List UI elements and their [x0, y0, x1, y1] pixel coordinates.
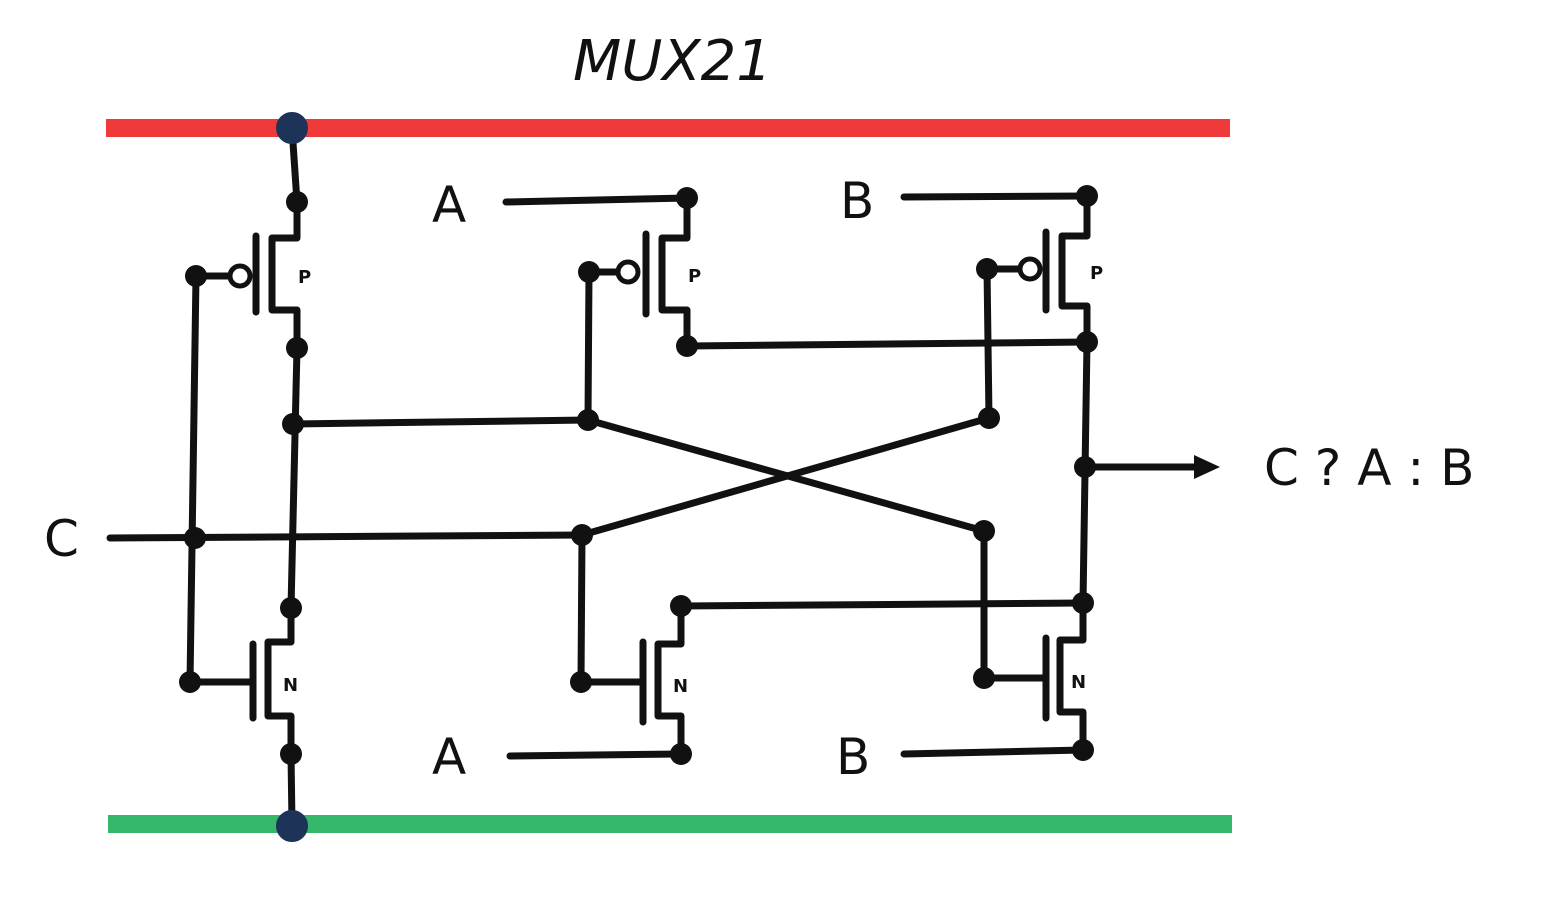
pmos-right: P	[900, 192, 1103, 422]
pmos-left-type: P	[298, 267, 311, 288]
input-b-top-label: B	[840, 172, 874, 230]
nmos-middle-type: N	[673, 676, 688, 697]
left-inverter-output-wire	[287, 344, 301, 612]
nmos-output-wire	[677, 599, 1087, 610]
vdd-connection-node	[276, 112, 308, 144]
junction-nodes	[179, 185, 1098, 765]
pmos-left: P	[192, 124, 311, 352]
nmos-left-type: N	[283, 675, 298, 696]
nmos-right: N	[900, 527, 1087, 758]
input-c-label: C	[44, 510, 79, 568]
c-input-wire	[106, 531, 586, 542]
not-c-wire	[289, 416, 592, 428]
input-a-top-label: A	[432, 176, 466, 234]
left-gate-wire	[186, 272, 200, 686]
nmos-left: N	[186, 604, 298, 828]
gnd-connection-node	[276, 810, 308, 842]
input-b-bottom-label: B	[836, 728, 870, 786]
pmos-right-type: P	[1090, 263, 1103, 284]
pmos-output-wire	[683, 338, 1091, 350]
diagram-title: MUX21	[573, 29, 772, 94]
input-a-bottom-label: A	[432, 728, 466, 786]
cross-wire-c	[578, 414, 993, 539]
output-arrow-icon	[1194, 455, 1220, 479]
pmos-middle-type: P	[688, 266, 701, 287]
nmos-middle: N	[506, 531, 688, 760]
nmos-right-type: N	[1071, 672, 1086, 693]
pmos-middle: P	[502, 194, 701, 424]
output-label: C ? A : B	[1264, 439, 1474, 497]
